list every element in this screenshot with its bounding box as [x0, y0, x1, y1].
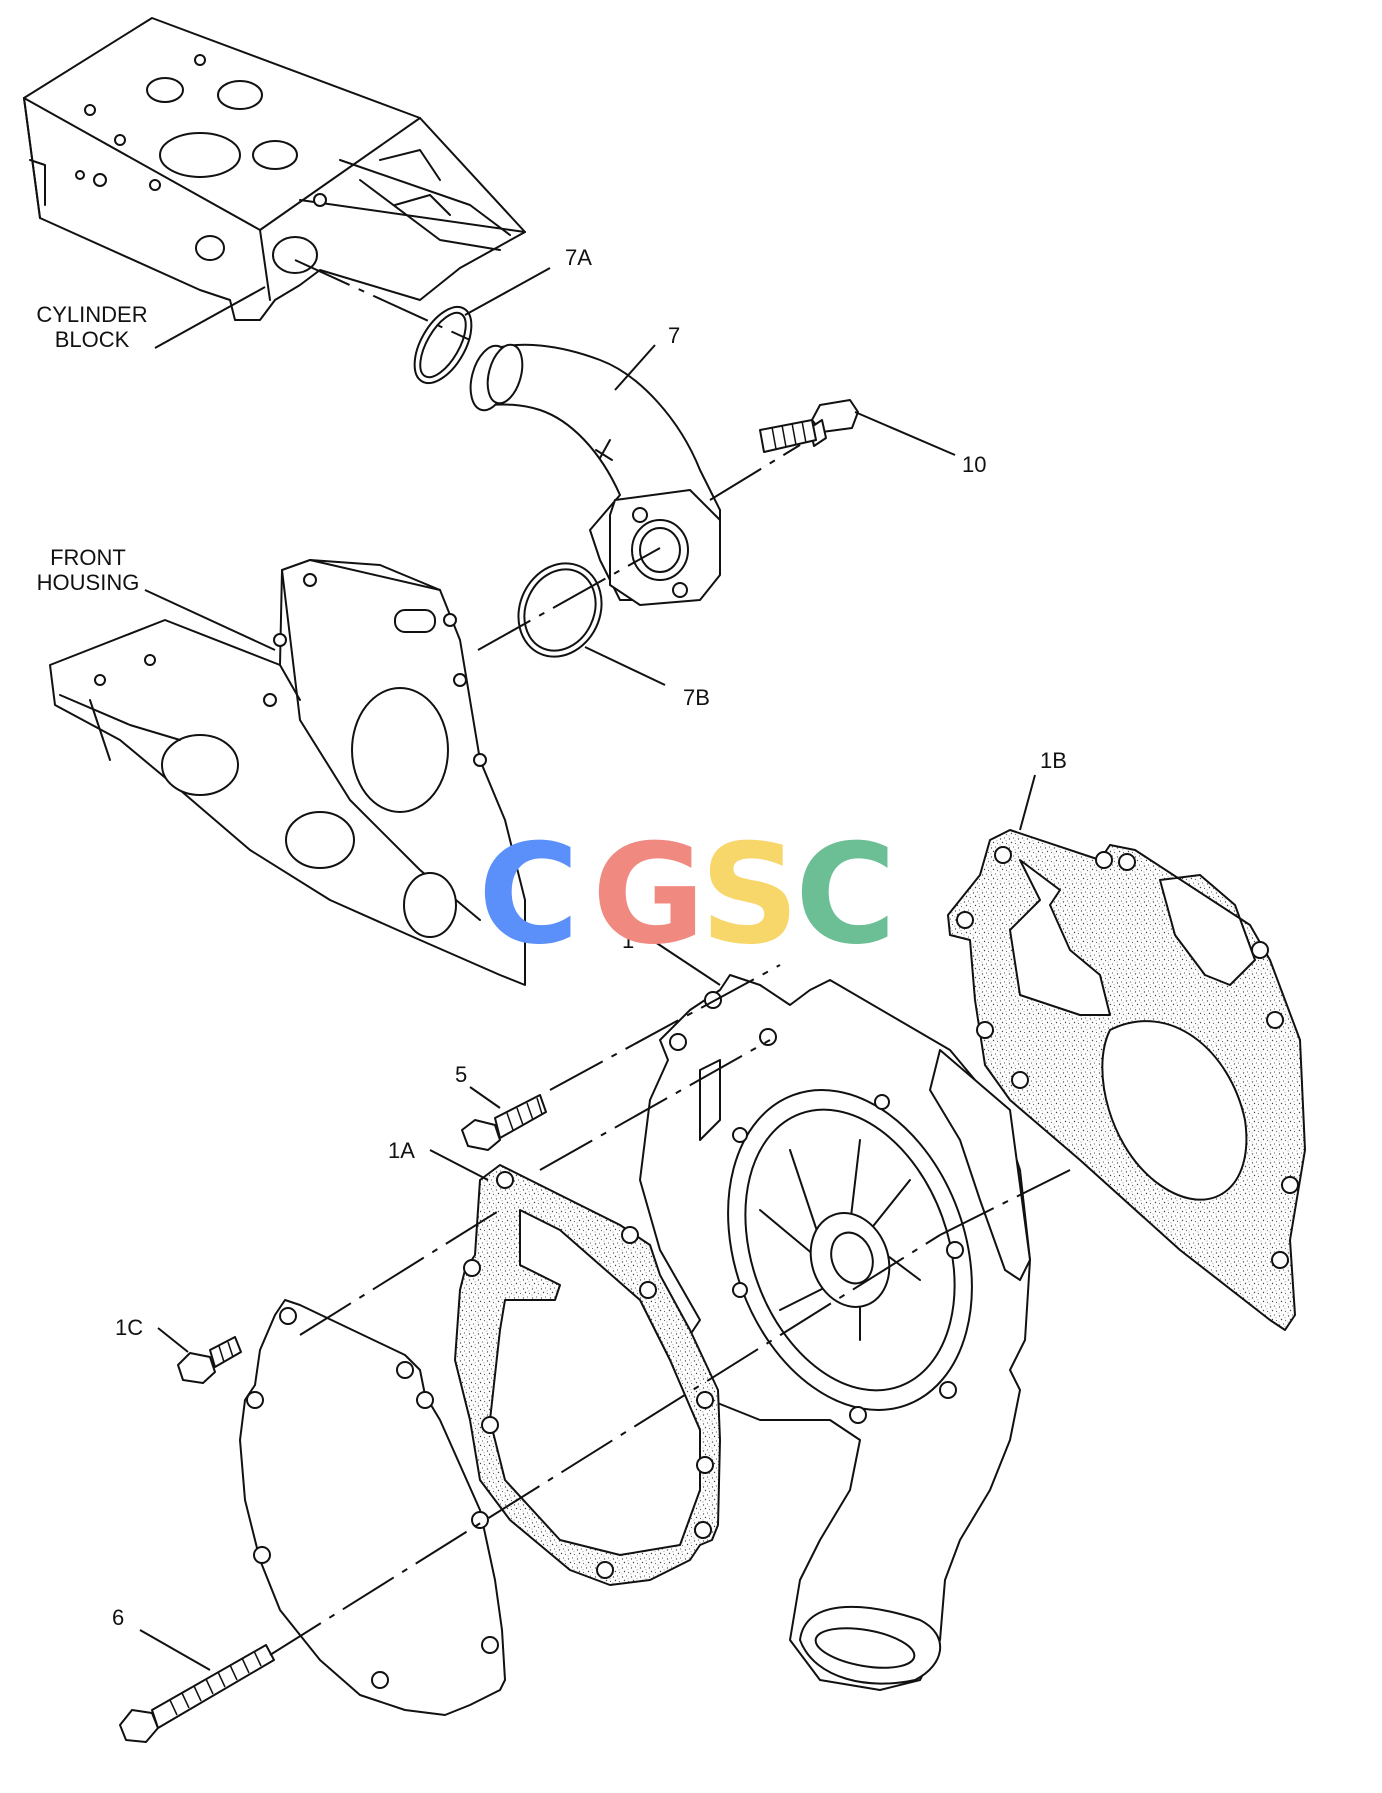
- cover-plate: [239, 1299, 506, 1716]
- leader-5: [469, 1086, 501, 1109]
- label-5: 5: [455, 1062, 467, 1087]
- label-7a: 7A: [565, 245, 592, 270]
- watermark-letter-4: C: [795, 814, 896, 975]
- callout-labels: CYLINDER BLOCK 7A 7 10 FRONT HOUSING 7B …: [36, 245, 1067, 1630]
- cgsc-watermark: C G S C: [478, 814, 896, 975]
- front-housing-illustration: [49, 559, 526, 986]
- bolt-6: [119, 1644, 275, 1743]
- o-ring-7b: [517, 562, 603, 658]
- watermark-letter-3: S: [700, 814, 799, 975]
- leader-10: [854, 411, 956, 456]
- label-1b: 1B: [1040, 748, 1067, 773]
- bolt-5: [461, 1094, 547, 1151]
- label-front-housing-line1: FRONT: [50, 545, 126, 570]
- label-10: 10: [962, 452, 986, 477]
- bolt-1c: [177, 1336, 242, 1384]
- gasket-1b: [947, 829, 1306, 1331]
- label-7b: 7B: [683, 685, 710, 710]
- label-1c: 1C: [115, 1315, 143, 1340]
- leader-7b: [584, 646, 666, 686]
- leader-1b: [1019, 774, 1036, 831]
- leader-7: [614, 344, 656, 391]
- assembly-centerlines: [269, 259, 1071, 1656]
- leader-6: [139, 1629, 211, 1671]
- label-6: 6: [112, 1605, 124, 1630]
- gasket-1a: [454, 1164, 721, 1586]
- label-1: 1: [622, 928, 634, 953]
- leader-1a: [429, 1149, 489, 1181]
- label-cylinder-block-line1: CYLINDER: [36, 302, 147, 327]
- callout-leader-lines: [139, 267, 1036, 1671]
- bolt-10: [759, 399, 859, 453]
- leader-7a: [464, 267, 551, 316]
- watermark-letter-1: C: [478, 814, 579, 975]
- leader-front-housing: [144, 589, 276, 651]
- watermark-letter-2: G: [592, 814, 705, 975]
- leader-1: [639, 931, 721, 986]
- o-ring-7a: [413, 306, 473, 384]
- water-elbow-tube: [469, 343, 721, 606]
- leader-1c: [157, 1327, 189, 1353]
- water-pump: [639, 974, 1031, 1691]
- leader-cylinder-block: [154, 286, 266, 349]
- label-front-housing-line2: HOUSING: [37, 570, 140, 595]
- label-cylinder-block-line2: BLOCK: [55, 327, 130, 352]
- cylinder-block-illustration: [23, 17, 526, 321]
- label-1a: 1A: [388, 1138, 415, 1163]
- label-7: 7: [668, 323, 680, 348]
